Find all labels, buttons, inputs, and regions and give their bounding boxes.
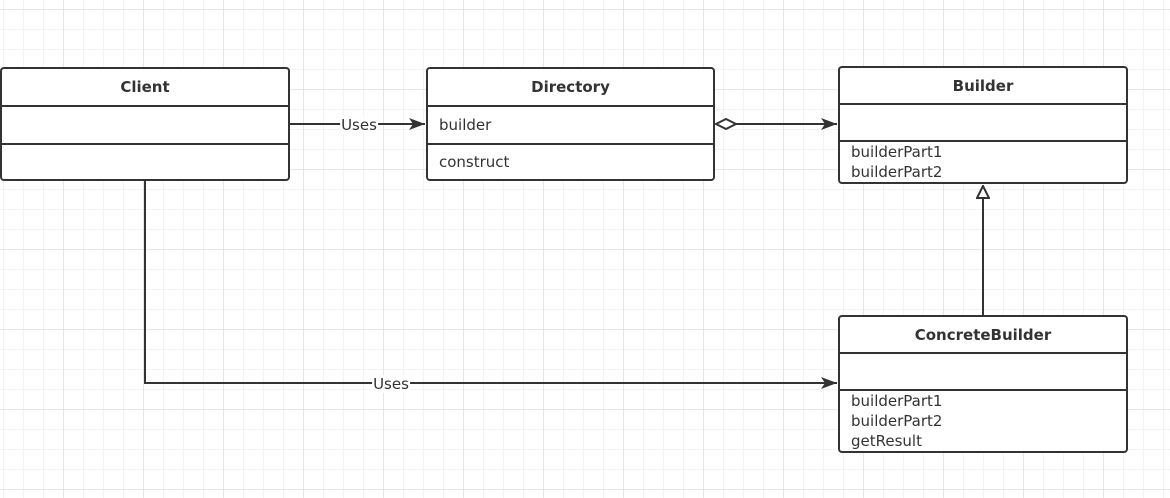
client-class-box[interactable]: Client bbox=[0, 67, 290, 181]
directory-method-construct: construct bbox=[439, 153, 510, 171]
directory-class-name: Directory bbox=[428, 69, 713, 107]
builder-method-part2: builderPart2 bbox=[851, 163, 943, 181]
builder-attributes-section bbox=[840, 105, 1126, 142]
concretebuilder-method-part1: builderPart1 bbox=[851, 392, 943, 410]
concretebuilder-method-part2: builderPart2 bbox=[851, 412, 943, 430]
concretebuilder-attributes-section bbox=[840, 354, 1126, 391]
client-attributes-section bbox=[2, 107, 288, 145]
directory-methods-section: construct bbox=[428, 145, 713, 179]
concretebuilder-methods-section: builderPart1 builderPart2 getResult bbox=[840, 391, 1126, 451]
concretebuilder-class-box[interactable]: ConcreteBuilder builderPart1 builderPart… bbox=[838, 315, 1128, 453]
client-directory-uses-label: Uses bbox=[340, 116, 378, 134]
client-class-name: Client bbox=[2, 69, 288, 107]
builder-class-name: Builder bbox=[840, 68, 1126, 105]
directory-attributes-section: builder bbox=[428, 107, 713, 145]
builder-class-box[interactable]: Builder builderPart1 builderPart2 bbox=[838, 66, 1128, 184]
builder-methods-section: builderPart1 builderPart2 bbox=[840, 142, 1126, 182]
client-concretebuilder-uses-label: Uses bbox=[372, 375, 410, 393]
concretebuilder-class-name: ConcreteBuilder bbox=[840, 317, 1126, 354]
client-methods-section bbox=[2, 145, 288, 179]
directory-class-box[interactable]: Directory builder construct bbox=[426, 67, 715, 181]
builder-method-part1: builderPart1 bbox=[851, 143, 943, 161]
concretebuilder-method-getresult: getResult bbox=[851, 432, 922, 450]
client-to-concretebuilder-connector[interactable] bbox=[144, 181, 837, 389]
directory-attribute-builder: builder bbox=[439, 116, 492, 134]
